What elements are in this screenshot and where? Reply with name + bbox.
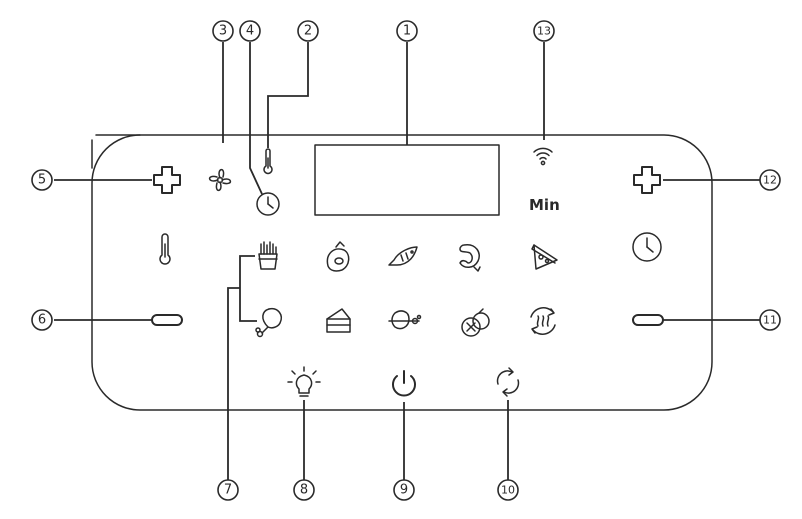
callout-11: 11 (759, 309, 781, 331)
fries-icon[interactable] (258, 241, 278, 270)
callout-13: 13 (533, 20, 555, 42)
callout-1: 1 (396, 20, 418, 42)
steak-icon[interactable] (326, 241, 350, 272)
min-label: Min (529, 196, 560, 214)
svg-text:1: 1 (403, 24, 411, 39)
time-indicator-icon (256, 192, 280, 216)
svg-text:10: 10 (501, 484, 515, 497)
light-bulb-icon[interactable] (287, 366, 321, 397)
svg-text:6: 6 (38, 313, 46, 328)
svg-text:7: 7 (224, 483, 232, 498)
temp-plus-button[interactable] (153, 166, 181, 194)
display-window (314, 144, 500, 216)
shrimp-icon[interactable] (459, 244, 481, 272)
panel-outline (91, 134, 713, 411)
svg-text:3: 3 (219, 24, 227, 39)
svg-text:5: 5 (38, 173, 46, 188)
temp-label-icon (159, 233, 171, 265)
callout-12: 12 (759, 169, 781, 191)
svg-text:4: 4 (246, 24, 254, 39)
callout-2: 2 (297, 20, 319, 42)
time-plus-button[interactable] (633, 166, 661, 194)
temp-indicator-icon (263, 148, 273, 175)
power-icon[interactable] (392, 370, 416, 397)
cake-icon[interactable] (326, 308, 351, 333)
fan-icon[interactable] (208, 168, 232, 192)
time-minus-button[interactable] (632, 314, 664, 326)
time-label-icon (632, 232, 662, 262)
svg-text:12: 12 (763, 174, 777, 187)
svg-text:13: 13 (537, 25, 551, 38)
svg-text:8: 8 (300, 483, 308, 498)
pizza-icon[interactable] (531, 244, 558, 270)
chicken-leg-icon[interactable] (255, 307, 282, 338)
wifi-icon (533, 147, 553, 166)
callout-7: 7 (217, 479, 239, 501)
svg-text:2: 2 (304, 24, 312, 39)
panel-corner-accent (91, 134, 141, 169)
callout-5: 5 (31, 169, 53, 191)
callout-9: 9 (393, 479, 415, 501)
callout-8: 8 (293, 479, 315, 501)
callout-4: 4 (239, 20, 261, 42)
rotate-icon[interactable] (496, 367, 520, 397)
temp-minus-button[interactable] (151, 314, 183, 326)
fish-icon[interactable] (388, 246, 418, 266)
callout-6: 6 (31, 309, 53, 331)
rotisserie-icon[interactable] (388, 310, 422, 330)
fruit-icon[interactable] (461, 308, 490, 337)
svg-text:9: 9 (400, 483, 408, 498)
callout-10: 10 (497, 479, 519, 501)
keep-warm-icon[interactable] (530, 307, 556, 335)
svg-text:11: 11 (763, 314, 777, 327)
callout-3: 3 (212, 20, 234, 42)
leader-lines (54, 42, 760, 480)
